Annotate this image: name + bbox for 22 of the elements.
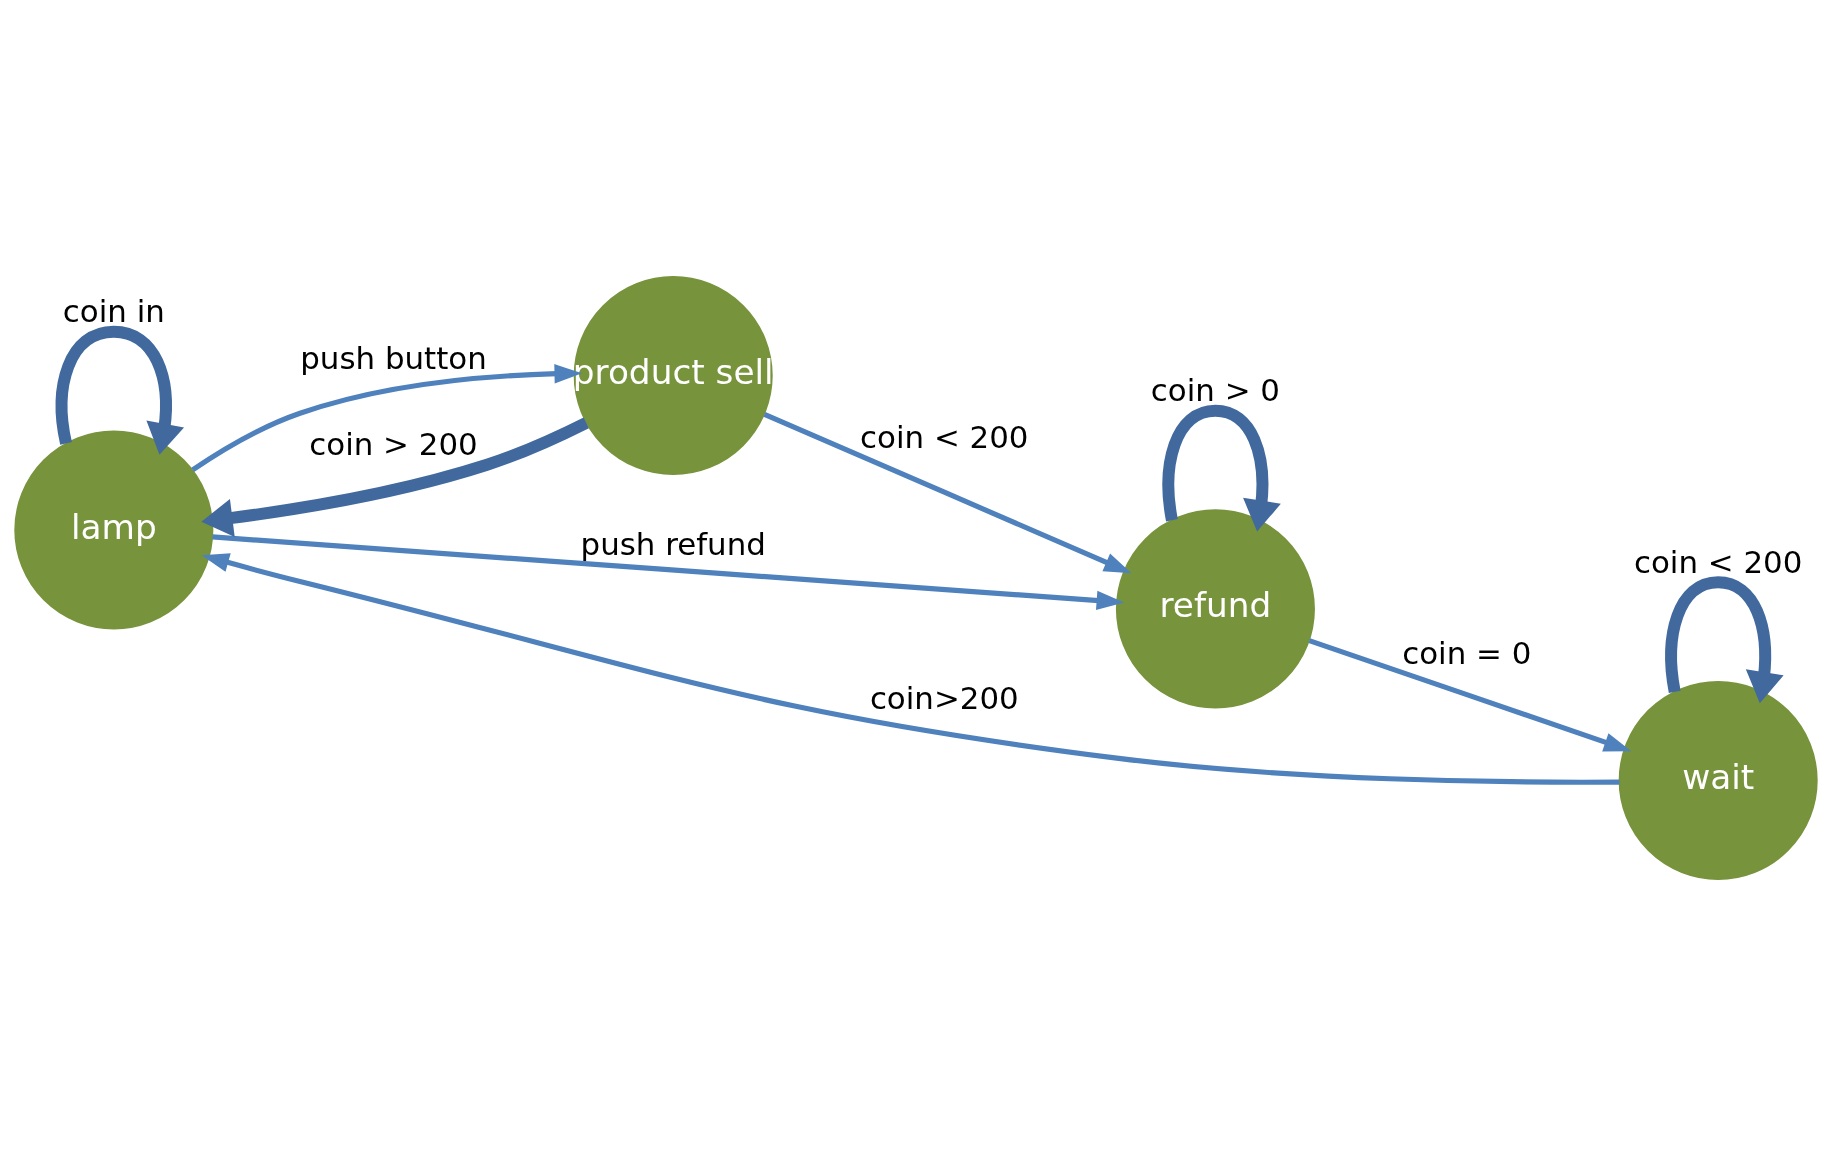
arrow — [201, 553, 1620, 785]
arrow — [1162, 404, 1281, 532]
arrow — [55, 325, 185, 455]
node-circle: product sell — [573, 276, 773, 476]
arrow — [763, 411, 1132, 574]
edge-label: coin > 0 — [1150, 372, 1280, 409]
arrow — [191, 364, 582, 473]
edge-label: push button — [300, 340, 487, 377]
edge-label: coin in — [62, 293, 165, 330]
edge-label: coin = 0 — [1402, 635, 1532, 672]
edge-label: coin > 200 — [309, 426, 478, 463]
edge-label: coin < 200 — [1633, 543, 1803, 580]
node-circle: refund — [1115, 509, 1315, 709]
edge-label: coin < 200 — [860, 419, 1029, 456]
edge-label: coin>200 — [869, 680, 1019, 717]
arrow — [212, 534, 1125, 611]
node-circle: wait — [1618, 680, 1818, 880]
edge-label: push refund — [580, 525, 766, 562]
node-circle: lamp — [14, 430, 214, 630]
arrow — [1308, 638, 1632, 752]
arrow — [201, 417, 589, 537]
arrow — [1665, 576, 1784, 704]
